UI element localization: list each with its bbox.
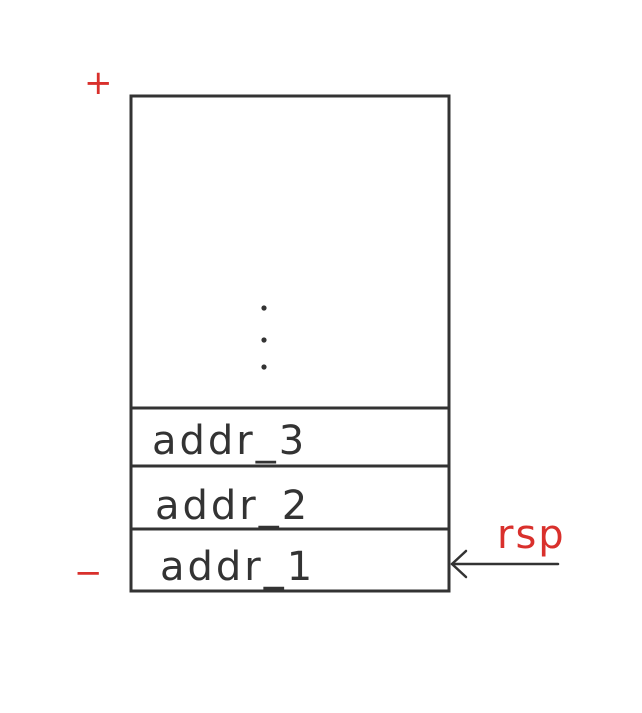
rsp-label: rsp [497,512,566,558]
rsp-arrow-icon [450,549,560,579]
vertical-ellipsis [261,305,267,370]
slot-label-addr-1: addr_1 [160,544,315,590]
slot-label-addr-3: addr_3 [152,418,307,464]
stack-frame [129,94,451,593]
high-address-plus-sign: + [84,63,113,103]
slot-label-addr-2: addr_2 [155,483,310,529]
low-address-minus-sign: − [74,553,103,593]
